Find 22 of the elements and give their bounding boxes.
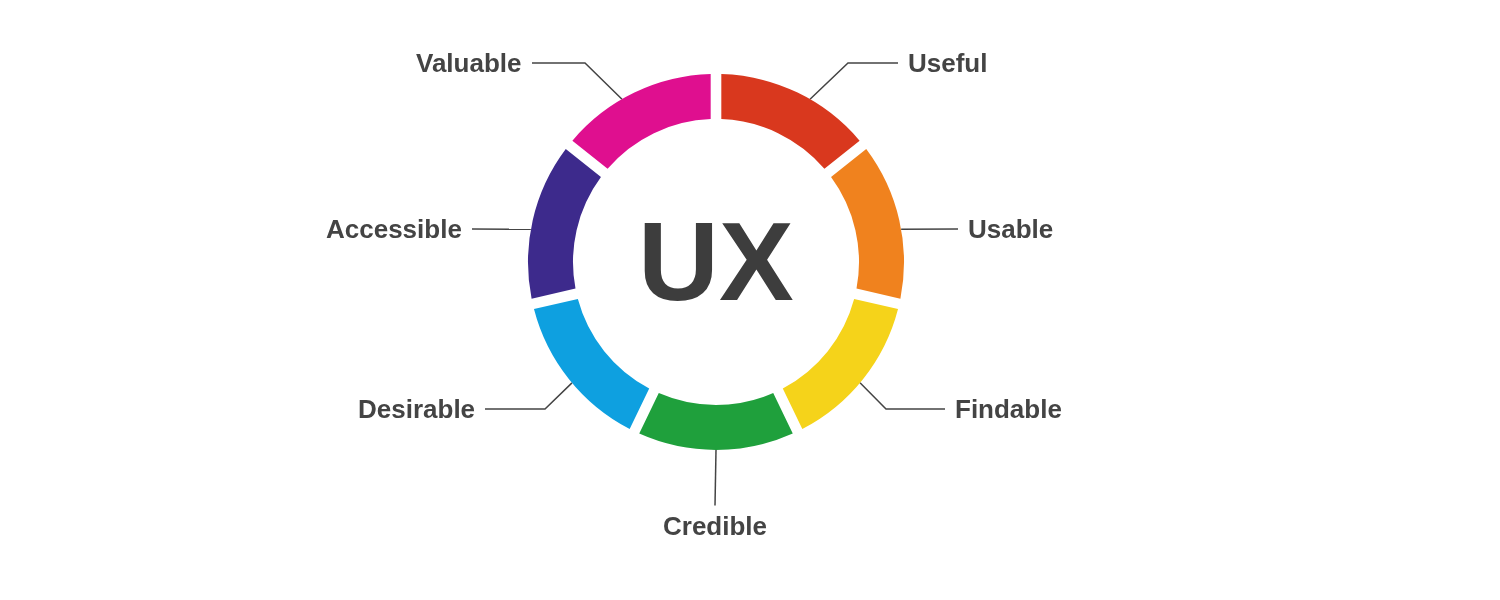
segment-label: Desirable	[358, 394, 476, 424]
leader-line	[859, 382, 946, 410]
segment-label: Findable	[955, 394, 1062, 424]
ring-segment	[639, 393, 793, 450]
segment-label: Useful	[908, 48, 988, 78]
leader-line	[471, 228, 532, 231]
segment-label: Usable	[968, 214, 1054, 244]
center-title: UX	[638, 206, 794, 318]
leader-line	[714, 449, 717, 507]
leader-line	[900, 228, 959, 231]
leader-line	[531, 62, 623, 100]
ring-segment	[533, 299, 650, 429]
ring-segment	[831, 149, 904, 299]
ring-segment	[782, 299, 899, 429]
leader-line	[809, 62, 899, 100]
ring-segment	[572, 74, 711, 169]
segment-label: Valuable	[416, 48, 522, 78]
leader-line	[484, 382, 573, 410]
ring-segment	[528, 149, 601, 299]
ring-segment	[721, 74, 860, 169]
segment-label: Accessible	[326, 214, 462, 244]
segment-label: Credible	[663, 511, 768, 541]
